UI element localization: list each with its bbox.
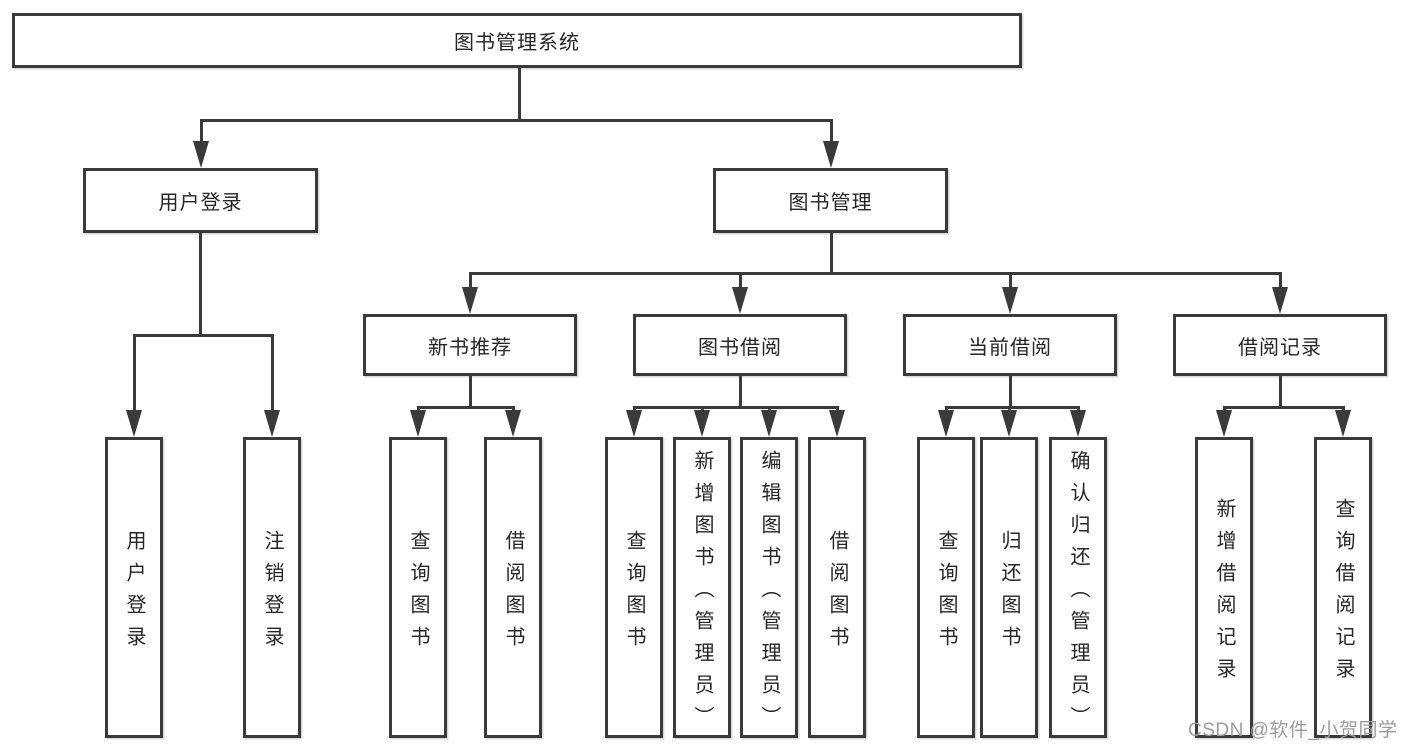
arrow-down-icon xyxy=(732,287,748,314)
leaf-query-borrow-record-label: 查询借阅记录 xyxy=(1332,497,1354,690)
leaf-query-books-new: 查询图书 xyxy=(389,437,447,738)
box-user-login-label: 用户登录 xyxy=(158,192,243,214)
connector-line xyxy=(1008,376,1012,408)
arrow-down-icon xyxy=(1001,410,1017,437)
box-current-borrow: 当前借阅 xyxy=(903,314,1117,376)
box-system-root-label: 图书管理系统 xyxy=(454,32,580,54)
arrow-down-icon xyxy=(823,141,839,168)
arrow-down-icon xyxy=(1335,410,1351,437)
leaf-confirm-return-admin: 确认归还（管理员） xyxy=(1049,437,1107,738)
arrow-down-icon xyxy=(505,410,521,437)
box-book-borrow: 图书借阅 xyxy=(633,314,847,376)
box-borrow-records-label: 借阅记录 xyxy=(1238,336,1322,359)
leaf-user-login: 用户登录 xyxy=(105,437,163,738)
connector-line xyxy=(270,334,274,412)
arrow-down-icon xyxy=(938,410,954,437)
connector-line xyxy=(944,406,948,413)
box-book-management: 图书管理 xyxy=(713,168,948,233)
connector-line xyxy=(199,119,203,145)
connector-line xyxy=(468,272,1282,275)
leaf-return-book: 归还图书 xyxy=(980,437,1038,738)
arrow-down-icon xyxy=(626,410,642,437)
connector-line xyxy=(416,406,515,409)
arrow-down-icon xyxy=(462,287,478,314)
leaf-add-borrow-record: 新增借阅记录 xyxy=(1195,437,1253,738)
arrow-down-icon xyxy=(193,141,209,168)
connector-line xyxy=(198,233,202,336)
connector-line xyxy=(468,376,472,408)
arrow-down-icon xyxy=(1070,410,1086,437)
arrow-down-icon xyxy=(829,410,845,437)
leaf-add-book-admin-label: 新增图书（管理员） xyxy=(691,449,713,738)
box-new-book-recommend: 新书推荐 xyxy=(363,314,577,376)
leaf-confirm-return-admin-label: 确认归还（管理员） xyxy=(1067,449,1089,738)
connector-line xyxy=(468,272,472,290)
connector-line xyxy=(199,119,833,122)
leaf-edit-book-admin: 编辑图书（管理员） xyxy=(740,437,798,738)
leaf-query-borrow-record: 查询借阅记录 xyxy=(1314,437,1372,738)
connector-line xyxy=(767,406,771,413)
arrow-down-icon xyxy=(761,410,777,437)
arrow-down-icon xyxy=(1272,287,1288,314)
leaf-query-books-borrow-label: 查询图书 xyxy=(623,529,645,658)
leaf-borrow-books-new-label: 借阅图书 xyxy=(502,529,524,658)
connector-line xyxy=(132,334,136,412)
connector-line xyxy=(1341,406,1345,413)
leaf-query-books-current-label: 查询图书 xyxy=(935,529,957,658)
connector-line xyxy=(1008,272,1012,290)
connector-line xyxy=(738,272,742,290)
leaf-borrow-books-new: 借阅图书 xyxy=(484,437,542,738)
connector-line xyxy=(1007,406,1011,413)
box-borrow-records: 借阅记录 xyxy=(1173,314,1387,376)
connector-line xyxy=(944,406,1080,409)
connector-line xyxy=(738,376,742,408)
leaf-borrow-books-label: 借阅图书 xyxy=(826,529,848,658)
connector-line xyxy=(1278,272,1282,290)
connector-line xyxy=(416,406,420,413)
leaf-add-borrow-record-label: 新增借阅记录 xyxy=(1213,497,1235,690)
arrow-down-icon xyxy=(264,410,280,437)
leaf-return-book-label: 归还图书 xyxy=(998,529,1020,658)
arrow-down-icon xyxy=(1002,287,1018,314)
connector-line xyxy=(1222,406,1226,413)
connector-line xyxy=(1278,376,1282,408)
connector-line xyxy=(829,119,833,145)
connector-line xyxy=(511,406,515,413)
box-current-borrow-label: 当前借阅 xyxy=(968,336,1052,359)
box-book-management-label: 图书管理 xyxy=(788,192,873,214)
csdn-watermark: CSDN @软件_小贺同学 xyxy=(1188,720,1398,741)
leaf-borrow-books: 借阅图书 xyxy=(808,437,866,738)
leaf-user-login-label: 用户登录 xyxy=(123,529,145,658)
connector-line xyxy=(632,406,839,409)
box-user-login: 用户登录 xyxy=(83,168,318,233)
arrow-down-icon xyxy=(1216,410,1232,437)
leaf-add-book-admin: 新增图书（管理员） xyxy=(673,437,731,738)
arrow-down-icon xyxy=(126,410,142,437)
connector-line xyxy=(632,406,636,413)
connector-line xyxy=(829,233,833,274)
box-system-root: 图书管理系统 xyxy=(12,13,1022,68)
connector-line xyxy=(835,406,839,413)
leaf-query-books-borrow: 查询图书 xyxy=(605,437,663,738)
box-book-borrow-label: 图书借阅 xyxy=(698,336,782,359)
leaf-logout: 注销登录 xyxy=(243,437,301,738)
leaf-edit-book-admin-label: 编辑图书（管理员） xyxy=(758,449,780,738)
leaf-query-books-new-label: 查询图书 xyxy=(407,529,429,658)
leaf-logout-label: 注销登录 xyxy=(261,529,283,658)
connector-line xyxy=(700,406,704,413)
arrow-down-icon xyxy=(410,410,426,437)
leaf-query-books-current: 查询图书 xyxy=(917,437,975,738)
connector-line xyxy=(1076,406,1080,413)
connector-line xyxy=(132,334,274,337)
arrow-down-icon xyxy=(694,410,710,437)
box-new-book-recommend-label: 新书推荐 xyxy=(428,336,512,359)
connector-line xyxy=(517,68,521,120)
connector-line xyxy=(1222,406,1345,409)
